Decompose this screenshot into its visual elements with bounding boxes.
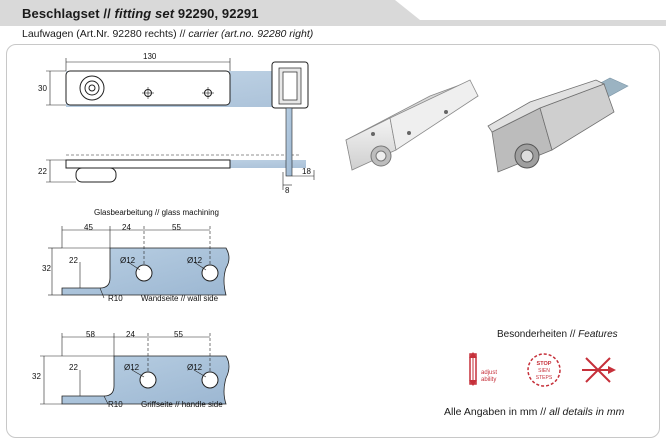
- stop-icon-text-2: SIEN: [538, 368, 550, 374]
- stop-icon-text-1: STOP: [537, 361, 552, 367]
- header-bar: [0, 0, 666, 26]
- header-tab-shape: [0, 0, 666, 26]
- wall-dim-c: 55: [172, 223, 181, 232]
- handle-hole-1: Ø12: [124, 363, 140, 372]
- handle-caption: Griffseite // handle side: [141, 400, 223, 409]
- handle-dim-d: 22: [69, 363, 78, 372]
- stop-seal-icon: STOP SIEN STEPS: [527, 353, 561, 387]
- carrier-render-with-glass: [487, 77, 629, 173]
- handle-dim-a: 58: [86, 330, 95, 339]
- wall-dim-d: 22: [69, 256, 78, 265]
- handle-dim-h: 32: [32, 372, 41, 381]
- carrier-side-view: [46, 154, 306, 183]
- wall-dim-a: 45: [84, 223, 93, 232]
- adjustability-icon: adjust ability: [469, 352, 497, 386]
- wall-hole-1: Ø12: [120, 256, 136, 265]
- glass-drawing-wall-side: [48, 226, 230, 299]
- dim-side: 22: [38, 167, 47, 176]
- dim-height: 30: [38, 84, 47, 93]
- page-subtitle: Laufwagen (Art.Nr. 92280 rechts) // carr…: [22, 28, 314, 40]
- glass-machining-heading: Glasbearbeitung // glass machining: [94, 208, 219, 217]
- page-title: Beschlagset // fitting set 92290, 92291: [22, 6, 259, 21]
- wall-hole-2: Ø12: [187, 256, 203, 265]
- carrier-profile-view: [271, 61, 315, 190]
- dim-width: 130: [143, 52, 157, 61]
- adjust-icon-text-1: adjust: [481, 370, 497, 376]
- wall-caption: Wandseite // wall side: [141, 294, 219, 303]
- dim-profile-b: 18: [302, 167, 311, 176]
- handle-dim-b: 24: [126, 330, 135, 339]
- glass-drawing-handle-side: [40, 333, 230, 405]
- no-tools-icon: [582, 357, 616, 383]
- wall-dim-b: 24: [122, 223, 131, 232]
- wall-radius: R10: [108, 294, 123, 303]
- features-heading: Besonderheiten // Features: [497, 329, 618, 340]
- handle-hole-2: Ø12: [187, 363, 203, 372]
- drawing-panel: [6, 44, 660, 438]
- wall-dim-h: 32: [42, 264, 51, 273]
- carrier-top-view: [46, 58, 306, 107]
- stop-icon-text-3: STEPS: [536, 375, 553, 381]
- handle-dim-c: 55: [174, 330, 183, 339]
- adjust-icon-text-2: ability: [481, 377, 496, 383]
- units-note: Alle Angaben in mm // all details in mm: [444, 406, 625, 418]
- handle-radius: R10: [108, 400, 123, 409]
- dim-profile-a: 8: [285, 186, 290, 195]
- carrier-render-front: [345, 79, 479, 171]
